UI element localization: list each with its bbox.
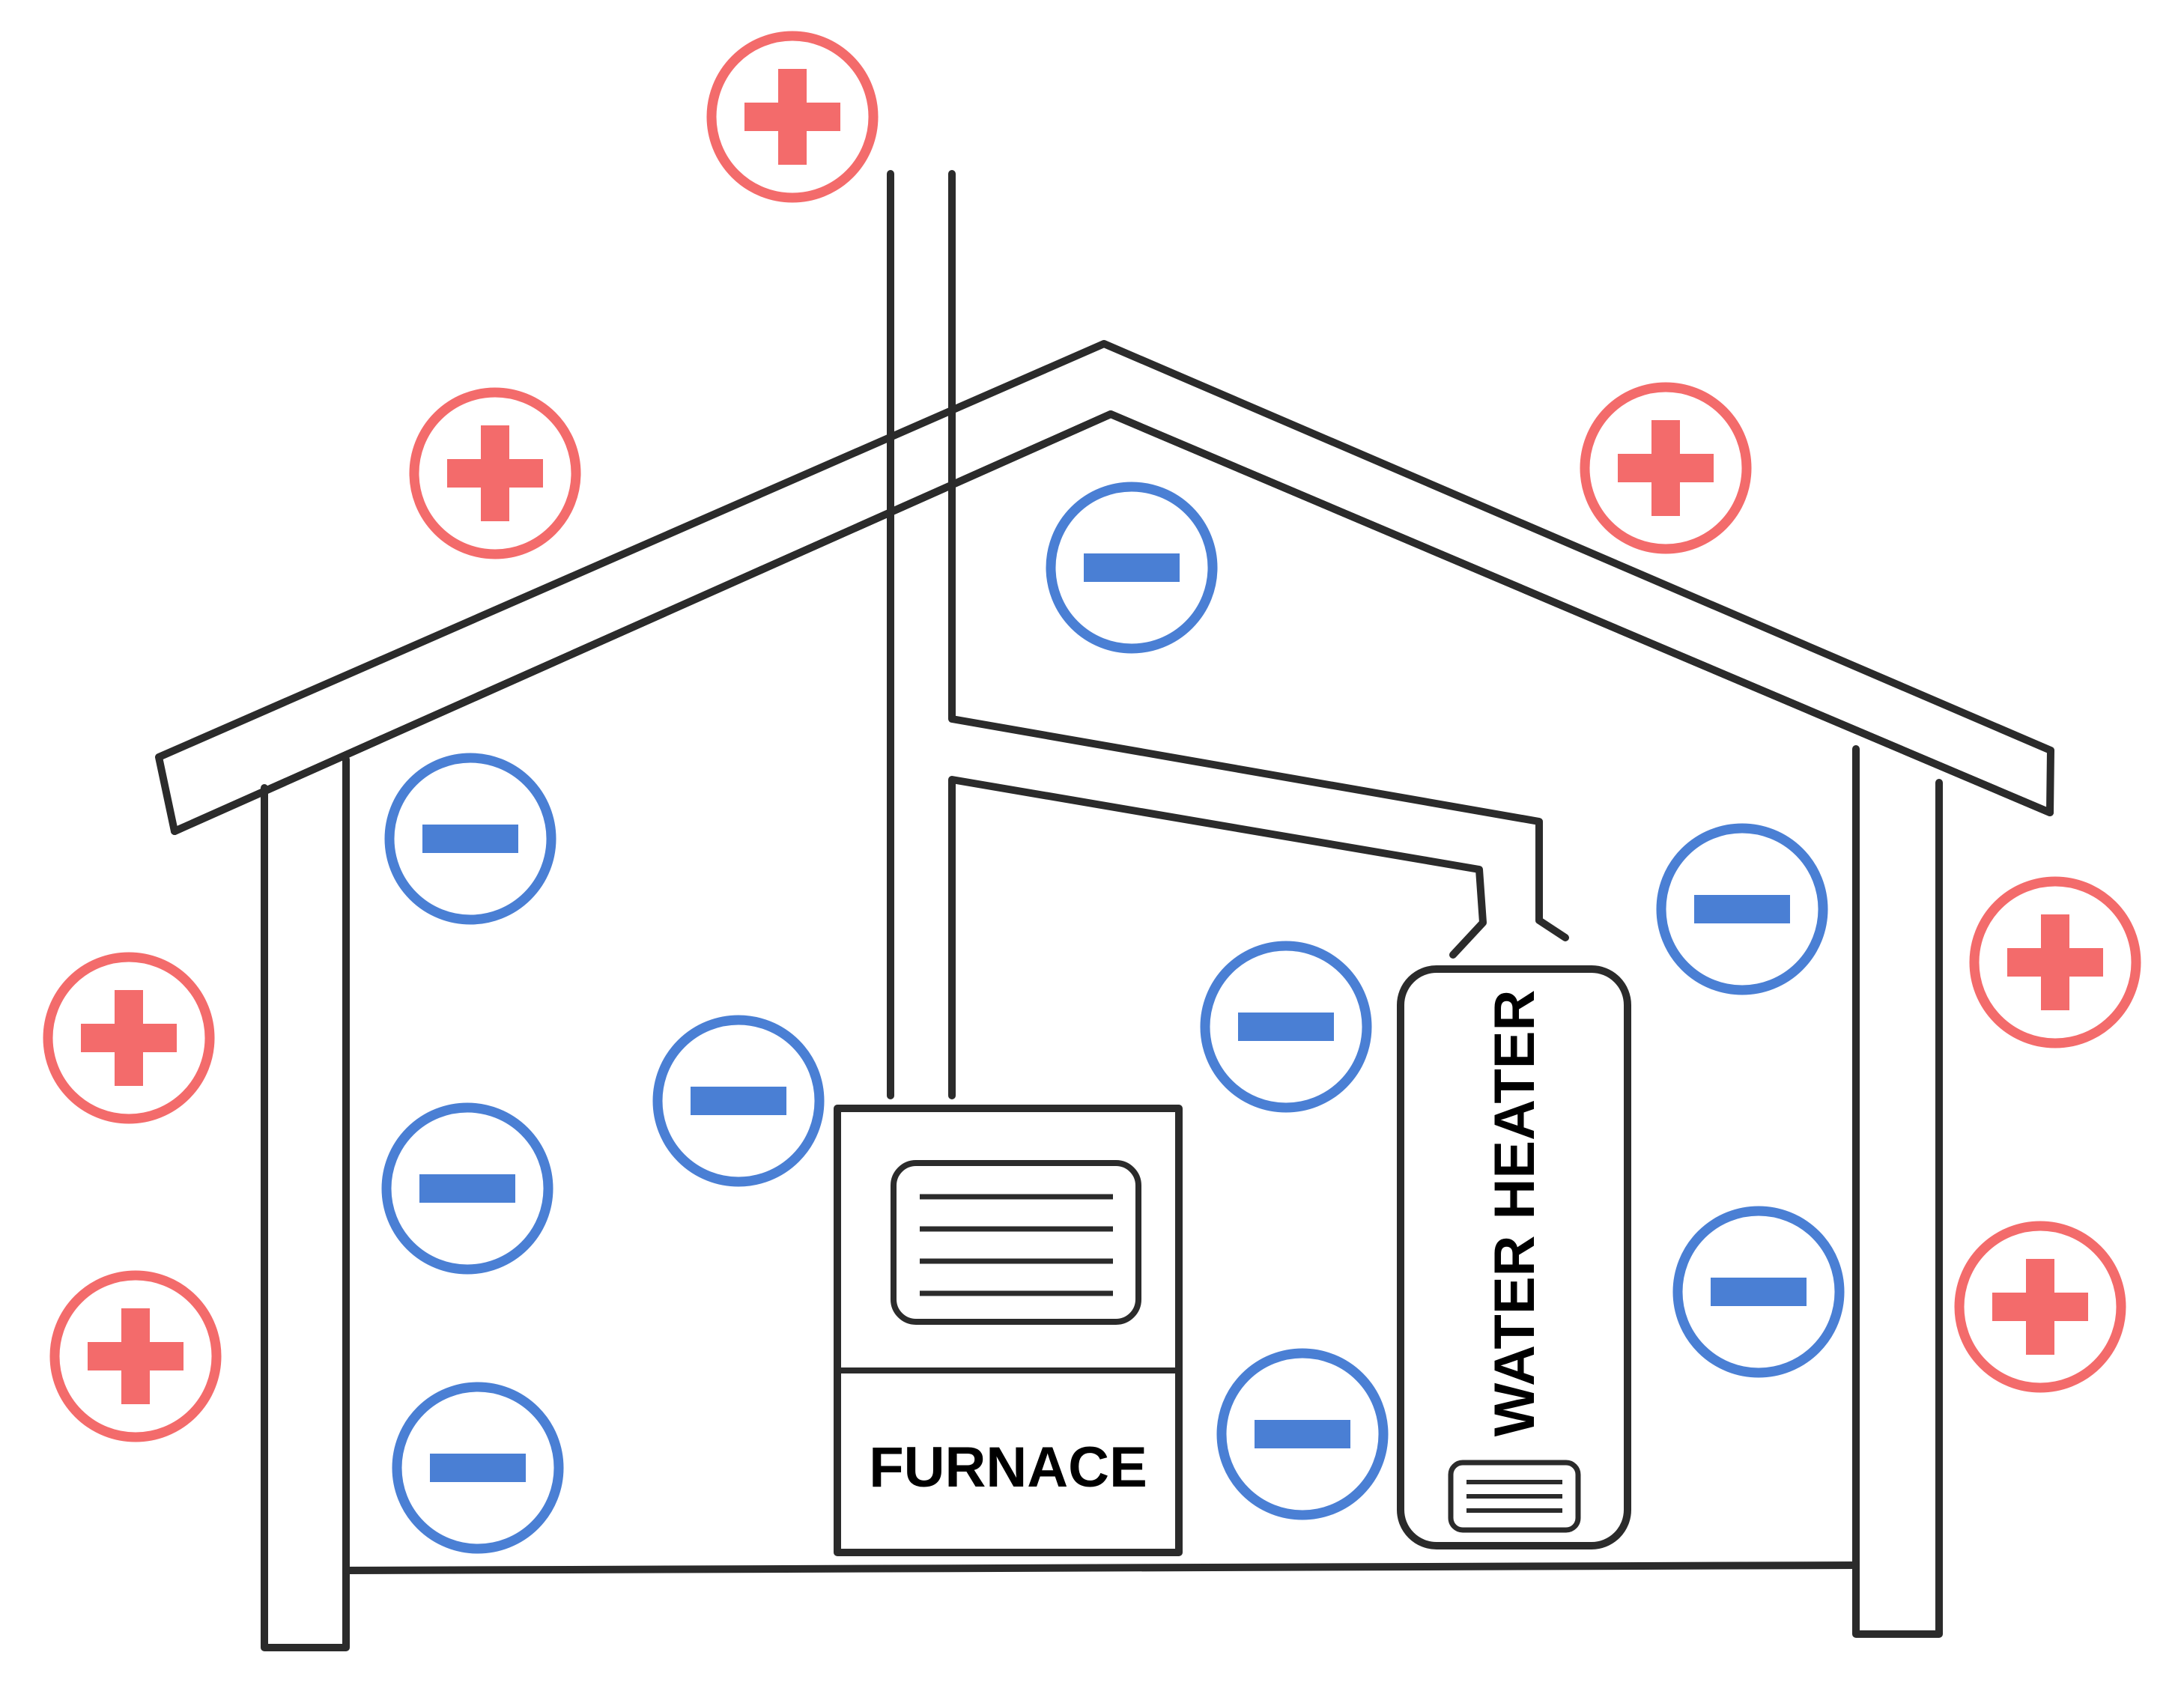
charge-ring xyxy=(1656,823,1828,995)
charge-ring xyxy=(409,387,581,559)
negative-charge xyxy=(1216,1348,1389,1520)
floor xyxy=(342,1561,1860,1574)
furnace-label: FURNACE xyxy=(869,1436,1147,1499)
positive-charge xyxy=(409,387,581,559)
charge-ring xyxy=(392,1382,564,1554)
charge-ring xyxy=(49,1270,222,1442)
positive-charge xyxy=(1954,1221,2126,1393)
furnace-vent-grille xyxy=(891,1160,1141,1325)
charge-ring xyxy=(1216,1348,1389,1520)
water-heater-label: WATER HEATER xyxy=(1483,990,1547,1437)
furnace-unit: FURNACE xyxy=(834,1105,1183,1556)
plus-icon xyxy=(447,425,543,521)
minus-icon xyxy=(691,1087,786,1115)
charge-ring xyxy=(384,753,556,925)
minus-icon xyxy=(419,1174,515,1203)
positive-charge xyxy=(1969,876,2141,1048)
minus-icon xyxy=(1694,895,1790,923)
negative-charge xyxy=(1046,482,1218,654)
water-heater-vent-pipe xyxy=(948,776,1487,1099)
minus-icon xyxy=(422,825,518,853)
negative-charge xyxy=(384,753,556,925)
minus-icon xyxy=(430,1454,526,1482)
negative-charge xyxy=(381,1102,553,1275)
positive-charge xyxy=(1580,382,1752,554)
minus-icon xyxy=(1255,1420,1350,1448)
plus-icon xyxy=(88,1308,183,1404)
minus-icon xyxy=(1238,1013,1334,1041)
left-wall xyxy=(261,756,350,1651)
charge-ring xyxy=(706,31,879,203)
plus-icon xyxy=(1618,420,1714,516)
minus-icon xyxy=(1084,553,1180,582)
house-structure xyxy=(155,170,2054,1651)
negative-charges xyxy=(381,482,1845,1554)
charge-ring xyxy=(1046,482,1218,654)
chimney-pipe xyxy=(948,170,1569,941)
plus-icon xyxy=(1992,1259,2088,1355)
roof-underside xyxy=(171,410,2054,835)
minus-icon xyxy=(1711,1278,1807,1306)
positive-charge xyxy=(49,1270,222,1442)
charge-ring xyxy=(652,1015,825,1187)
furnace-body xyxy=(834,1105,1183,1556)
water-heater-vent-grille xyxy=(1448,1460,1581,1533)
negative-charge xyxy=(1672,1206,1845,1378)
charge-ring xyxy=(43,952,215,1124)
negative-charge xyxy=(1656,823,1828,995)
plus-icon xyxy=(81,990,177,1086)
water-heater-unit: WATER HEATER xyxy=(1397,965,1631,1549)
charge-ring xyxy=(1954,1221,2126,1393)
charge-ring xyxy=(1969,876,2141,1048)
charge-ring xyxy=(1672,1206,1845,1378)
charge-ring xyxy=(381,1102,553,1275)
charge-ring xyxy=(1580,382,1752,554)
negative-charge xyxy=(392,1382,564,1554)
charge-ring xyxy=(1200,941,1372,1113)
water-heater-tank xyxy=(1397,965,1631,1549)
negative-charge xyxy=(1200,941,1372,1113)
negative-charge xyxy=(652,1015,825,1187)
plus-icon xyxy=(2007,914,2103,1010)
plus-icon xyxy=(744,69,840,165)
positive-charge xyxy=(706,31,879,203)
positive-charge xyxy=(43,952,215,1124)
right-wall xyxy=(1852,745,1943,1638)
positive-charges xyxy=(43,31,2141,1442)
